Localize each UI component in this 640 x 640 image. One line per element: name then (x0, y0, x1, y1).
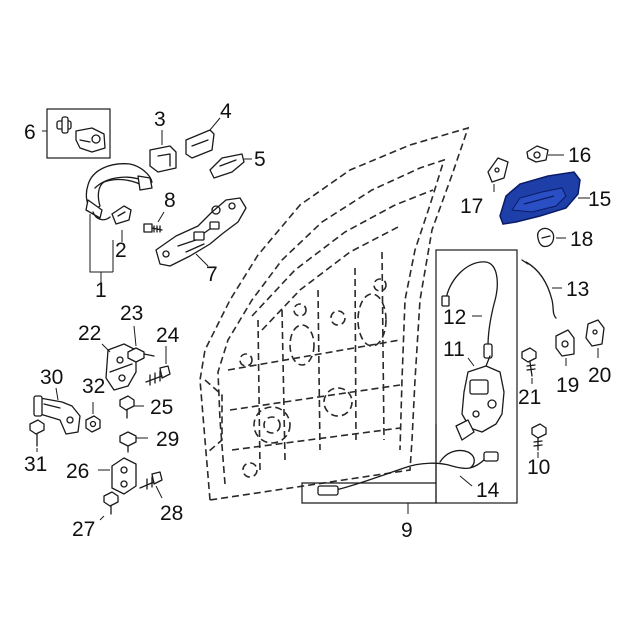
callout-5: 5 (254, 148, 266, 171)
part-5-seal (209, 153, 245, 179)
callout-25: 25 (150, 396, 173, 419)
part-31-bolt (29, 419, 45, 447)
callout-1: 1 (95, 279, 107, 302)
part-9-box (435, 249, 518, 504)
part-3-cap (149, 145, 177, 173)
callout-17: 17 (460, 195, 483, 218)
callout-22: 22 (78, 322, 101, 345)
part-27-bolt (103, 491, 119, 515)
callout-19: 19 (556, 374, 579, 397)
part-32-nut (85, 415, 101, 433)
part-13-rod (521, 259, 557, 319)
part-10-bolt (531, 423, 547, 451)
part-25-screw (119, 395, 135, 419)
part-29-bolt (119, 431, 137, 453)
callout-3: 3 (154, 108, 166, 131)
part-24-bolt (145, 365, 171, 386)
callout-30: 30 (40, 366, 63, 389)
part-14-cable (317, 449, 499, 496)
part-12-cable (441, 261, 498, 359)
part-4-cover (185, 129, 215, 159)
callout-7: 7 (206, 263, 218, 286)
part-30-check-strap (33, 395, 81, 435)
callout-24: 24 (156, 324, 180, 347)
part-2-gasket (111, 205, 132, 225)
callout-31: 31 (24, 453, 47, 476)
part-6-box (46, 108, 111, 159)
callout-28: 28 (160, 502, 183, 525)
callout-4: 4 (220, 100, 232, 123)
door-shell (199, 126, 470, 501)
callout-9: 9 (401, 519, 413, 542)
part-8-screw (143, 223, 163, 233)
part-20-plate (585, 319, 605, 347)
callout-2: 2 (115, 239, 127, 262)
callout-32: 32 (82, 375, 105, 398)
callout-12: 12 (443, 306, 466, 329)
callout-15: 15 (588, 188, 611, 211)
callout-14: 14 (476, 479, 500, 502)
part-21-bolt (521, 347, 537, 377)
part-6-lock-cylinder (56, 116, 106, 153)
part-28-bolt (139, 471, 163, 490)
part-18-grommet (537, 227, 555, 248)
callout-16: 16 (568, 144, 591, 167)
callout-13: 13 (566, 278, 589, 301)
callout-20: 20 (588, 364, 611, 387)
part-7-reinforcement (155, 197, 247, 267)
callout-8: 8 (164, 189, 176, 212)
part-1-bracket-leader (89, 214, 114, 283)
callout-6: 6 (24, 121, 36, 144)
callout-26: 26 (66, 460, 89, 483)
callout-27: 27 (72, 518, 95, 541)
callout-10: 10 (527, 456, 550, 479)
part-17-bezel (487, 157, 509, 183)
callout-23: 23 (120, 302, 143, 325)
part-23-bolt (127, 347, 155, 363)
part-16-clip (526, 145, 549, 163)
callout-18: 18 (570, 228, 593, 251)
part-11-latch (455, 355, 505, 441)
callout-labels: 1 2 3 4 5 6 7 8 9 10 11 12 13 14 15 16 1… (24, 100, 611, 542)
callout-11: 11 (443, 338, 465, 361)
part-19-bracket (555, 329, 575, 357)
part-1-outside-handle (85, 163, 153, 221)
callout-29: 29 (156, 428, 179, 451)
callout-21: 21 (518, 386, 541, 409)
part-26-lower-hinge (111, 457, 137, 495)
part-15-inside-handle (499, 171, 581, 225)
